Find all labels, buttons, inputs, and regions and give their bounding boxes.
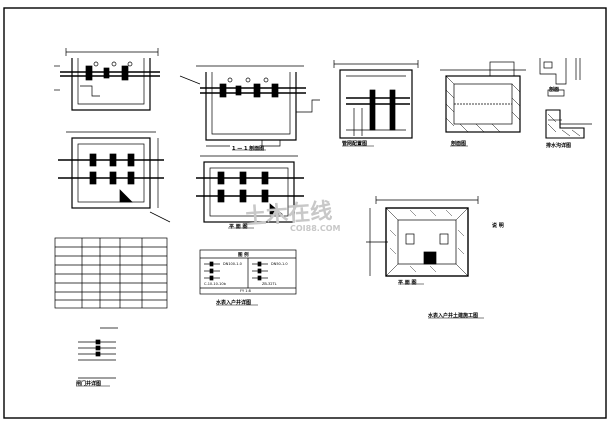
- label-section-small: 剖面: [549, 87, 560, 93]
- valve-legend-symbols: [78, 327, 118, 379]
- label-section-1-1: 1 — 1 剖面图: [232, 146, 265, 152]
- legend-item-7: C-10-10-10b: [204, 282, 226, 286]
- legend-footer: FY 1:8: [240, 289, 251, 293]
- legend-table: [199, 249, 297, 295]
- drain-ditch-detail: [545, 109, 592, 139]
- watermark-subtext: COI88.COM: [290, 224, 341, 233]
- label-pipe-config: 管网配置图: [342, 141, 368, 147]
- section-drawing-right: [440, 61, 526, 133]
- construction-plan: [366, 196, 479, 277]
- label-plan-right: 平 面 图: [398, 280, 417, 286]
- meter-well-section: [179, 65, 320, 147]
- equipment-table: [54, 237, 168, 309]
- label-construction: 水表入户井土建施工图: [428, 313, 479, 319]
- title-underlines: [76, 119, 562, 387]
- label-notes: 说 明: [492, 223, 504, 229]
- legend-item-2: DN50-1.0: [271, 262, 288, 266]
- legend-item-1: DN100-1.0: [223, 262, 242, 266]
- legend-title: 图 例: [238, 253, 249, 258]
- legend-item-8: ZB-32TL: [262, 282, 277, 286]
- label-meter-detail: 水表入户井详图: [216, 300, 252, 306]
- label-section-right: 剖面图: [451, 141, 467, 147]
- meter-well-plan: [196, 155, 304, 223]
- label-valve-legend: 闸门井详图: [76, 381, 102, 387]
- small-section-detail: [539, 58, 581, 97]
- label-drain-detail: 排水沟详图: [546, 143, 572, 149]
- pipe-config-drawing: [333, 60, 419, 139]
- label-plan-mid: 平 面 图: [229, 224, 248, 230]
- valve-well-plan: [58, 131, 171, 223]
- valve-well-section: [54, 48, 160, 111]
- sheet-border: [3, 7, 607, 419]
